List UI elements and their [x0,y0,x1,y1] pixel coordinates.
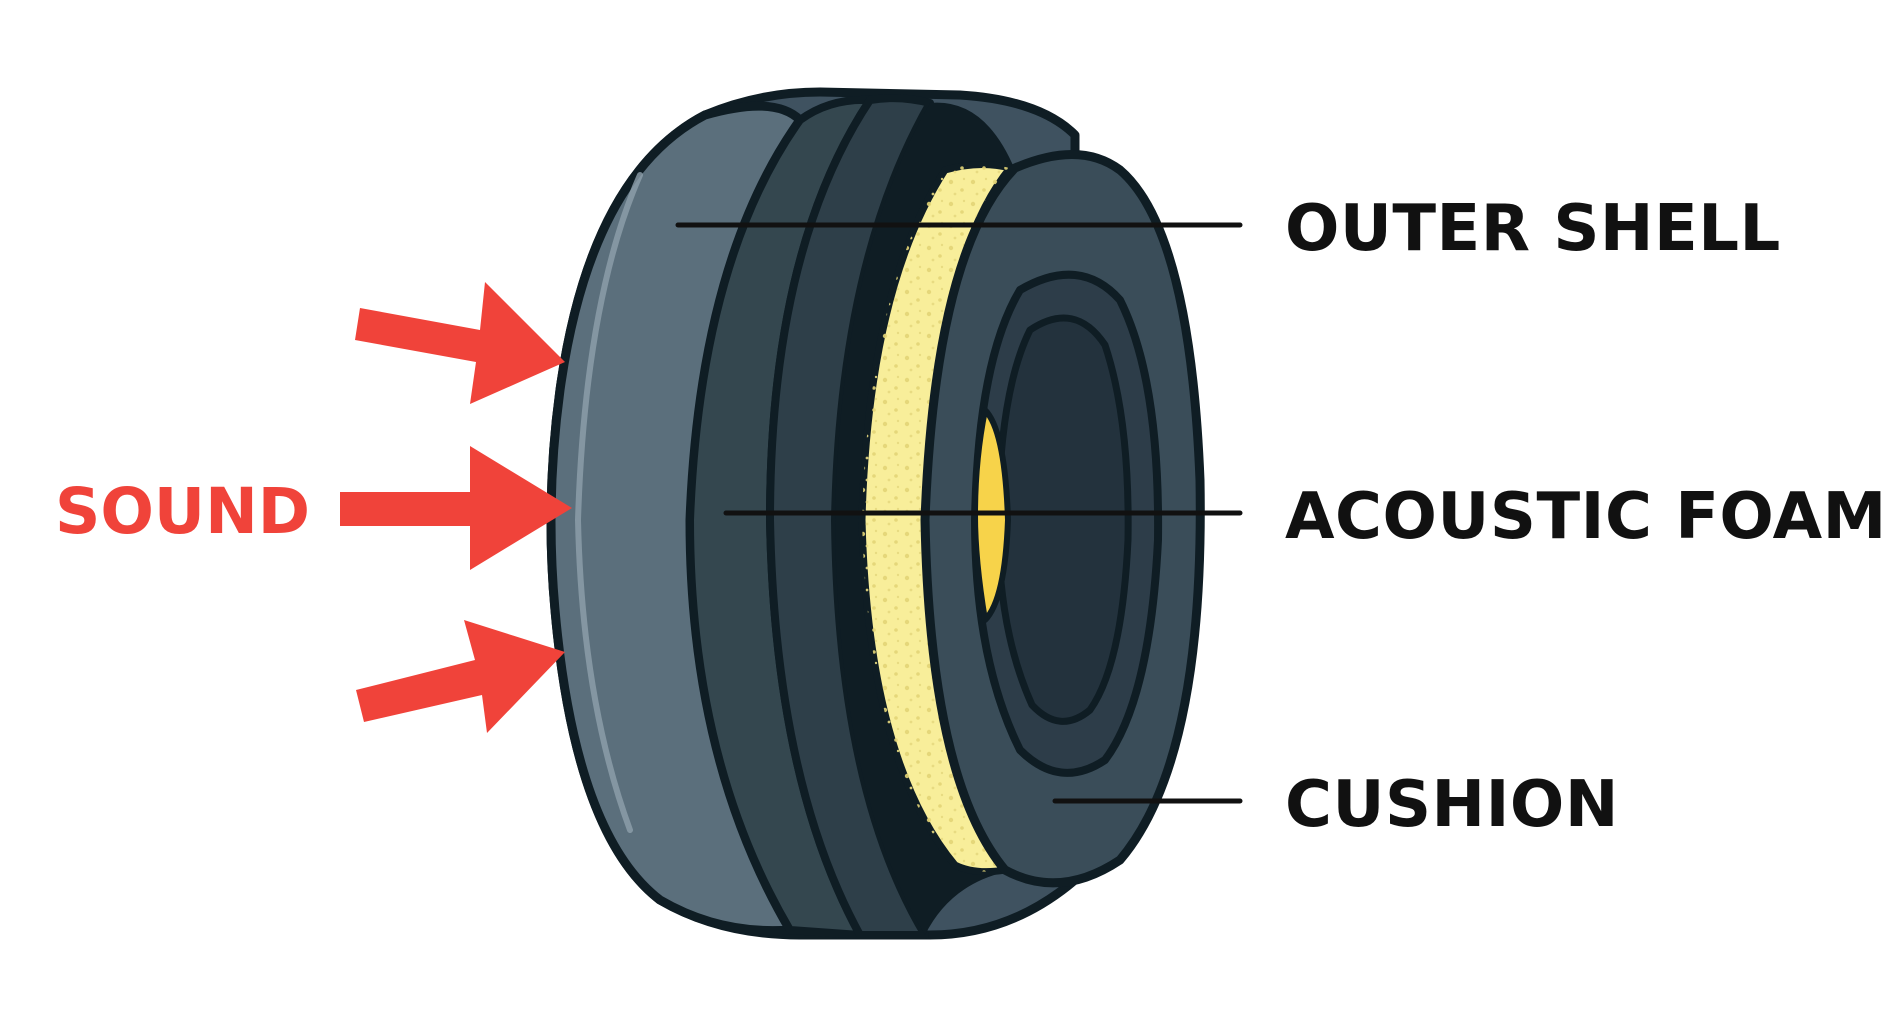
sound-label: SOUND [55,475,310,548]
sound-arrows [340,282,572,733]
earpad [546,87,1205,940]
shell-highlight [574,172,643,833]
sound-arrow-icon [356,620,565,733]
cushion-label: CUSHION [1285,768,1619,842]
acoustic-foam-label: ACOUSTIC FOAM [1285,480,1887,554]
sound-arrow-icon [340,446,572,570]
sound-arrow-icon [355,282,565,404]
cushion-opening [994,314,1132,725]
outer-shell-label: OUTER SHELL [1285,192,1781,266]
leader-lines [675,222,1243,804]
